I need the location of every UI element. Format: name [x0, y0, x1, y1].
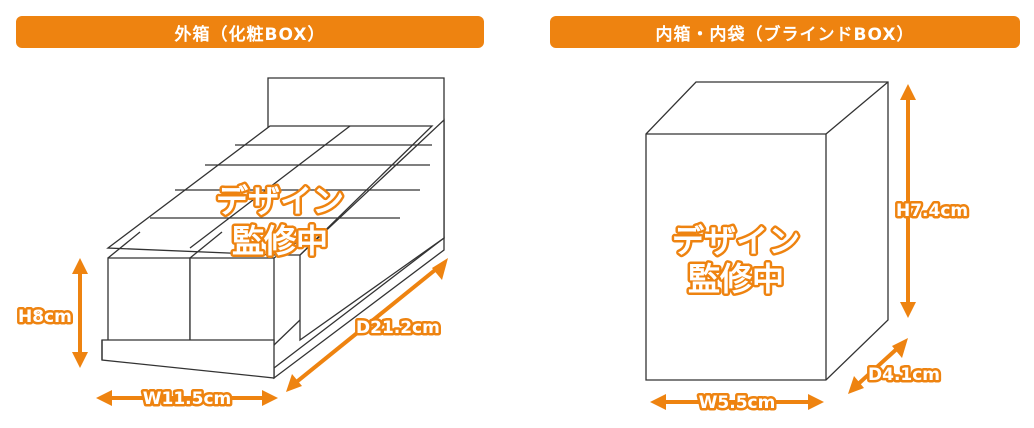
outer-box-title-banner: 外箱（化粧BOX）	[16, 16, 484, 48]
inner-depth-arrow	[848, 338, 908, 394]
outer-box-title: 外箱（化粧BOX）	[174, 24, 326, 45]
inner-width-arrow	[650, 394, 824, 410]
outer-height-arrow	[72, 258, 88, 368]
inner-depth-label: D4.1cm	[868, 365, 940, 385]
outer-width-arrow	[96, 390, 278, 406]
inner-watermark-line1: デザイン	[672, 222, 800, 260]
inner-box-title-banner: 内箱・内袋（ブラインドBOX）	[550, 16, 1020, 48]
inner-height-label: H7.4cm	[896, 201, 968, 221]
outer-depth-arrow	[286, 258, 448, 392]
inner-watermark-line2: 監修中	[688, 260, 784, 298]
inner-box-title: 内箱・内袋（ブラインドBOX）	[655, 24, 915, 45]
outer-watermark-line2: 監修中	[232, 222, 328, 260]
outer-depth-label: D21.2cm	[356, 318, 440, 338]
outer-box-drawing	[101, 77, 445, 380]
inner-width-label: W5.5cm	[699, 393, 776, 413]
outer-width-label: W11.5cm	[143, 389, 232, 409]
outer-watermark-line1: デザイン	[216, 182, 344, 220]
inner-height-arrow	[900, 84, 916, 318]
inner-box-drawing	[645, 81, 889, 381]
outer-height-label: H8cm	[18, 307, 72, 327]
